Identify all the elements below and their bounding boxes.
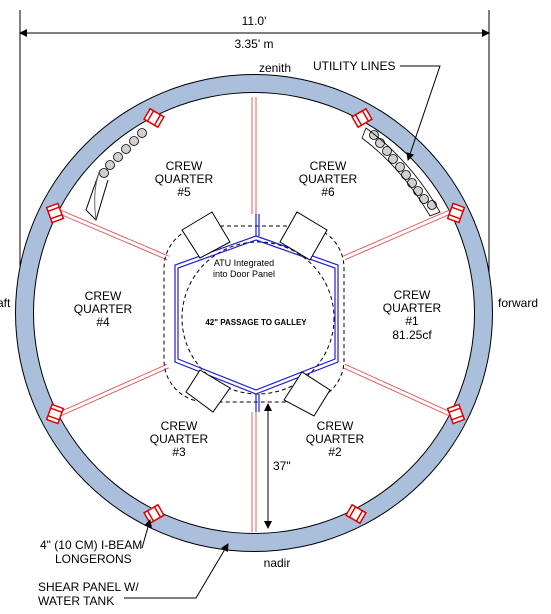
crew-quarter-4-label: CREW QUARTER #4 (74, 289, 133, 329)
utility-line-7 (413, 186, 423, 196)
direction-zenith: zenith (259, 61, 291, 75)
svg-text:CREW: CREW (394, 288, 431, 302)
crew-quarter-6-label: CREW QUARTER #6 (299, 159, 358, 199)
shear-panel-label-line2: WATER TANK (38, 594, 114, 608)
utility-line-5 (401, 170, 411, 180)
svg-text:QUARTER: QUARTER (74, 302, 133, 316)
svg-text:CREW: CREW (85, 289, 122, 303)
svg-text:QUARTER: QUARTER (299, 172, 358, 186)
longeron-bracket-4 (45, 403, 65, 425)
svg-text:QUARTER: QUARTER (155, 172, 214, 186)
svg-text:81.25cf: 81.25cf (392, 328, 432, 342)
i-beam-longerons (45, 107, 466, 525)
crew-quarter-2-label: CREW QUARTER #2 (306, 419, 365, 459)
hatch-panels (181, 211, 331, 417)
svg-text:QUARTER: QUARTER (150, 432, 209, 446)
hull-ring (15, 74, 493, 552)
svg-text:QUARTER: QUARTER (306, 432, 365, 446)
partition-line-4 (342, 367, 450, 417)
crew-quarter-1-label: CREW QUARTER #1 81.25cf (383, 288, 442, 342)
hatch-top-right (279, 211, 328, 261)
dimension-meters-label: 3.35' m (235, 37, 274, 51)
utility-line-13 (113, 152, 123, 162)
svg-text:QUARTER: QUARTER (383, 301, 442, 315)
center-hex-frame (174, 214, 339, 412)
crew-quarter-3-label: CREW QUARTER #3 (150, 419, 209, 459)
hatch-bottom-left (185, 369, 231, 413)
utility-line-2 (382, 146, 392, 156)
direction-nadir: nadir (264, 556, 291, 570)
shear-panel-label-line1: SHEAR PANEL W/ (38, 580, 139, 594)
ibeam-leader (141, 519, 152, 549)
longeron-bracket-7 (345, 503, 367, 525)
svg-text:#4: #4 (96, 315, 110, 329)
partition-line-1 (59, 213, 168, 261)
utility-bundle-outline-right (361, 127, 441, 217)
atu-label-line2: into Door Panel (213, 269, 275, 279)
longeron-bracket-6 (143, 503, 165, 525)
partition-line-1 (60, 209, 169, 257)
partition-line-2 (60, 367, 170, 417)
utility-line-11 (129, 136, 139, 146)
utility-lines-label: UTILITY LINES (313, 59, 395, 73)
longeron-bracket-0 (143, 107, 165, 129)
utility-line-10 (137, 128, 147, 138)
partition-line-4 (344, 363, 452, 413)
ibeam-label-line2: LONGERONS (55, 552, 132, 566)
svg-text:#1: #1 (405, 314, 419, 328)
svg-text:#2: #2 (328, 445, 342, 459)
svg-text:CREW: CREW (317, 419, 354, 433)
utility-line-6 (407, 178, 417, 188)
utility-line-14 (105, 160, 115, 170)
utility-line-4 (395, 162, 405, 172)
ibeam-label-line1: 4" (10 CM) I-BEAM (40, 538, 142, 552)
partition-line-3 (344, 213, 451, 261)
utility-line-15 (99, 168, 109, 178)
utility-line-9 (427, 200, 437, 210)
hatch-bottom-right (283, 371, 331, 417)
utility-line-8 (419, 194, 429, 204)
direction-forward: forward (498, 296, 538, 310)
dimension-feet-label: 11.0' (242, 14, 267, 28)
longeron-bracket-5 (446, 403, 466, 425)
utility-line-12 (121, 144, 131, 154)
partition-line-3 (343, 209, 450, 257)
passage-dashed-outline (163, 225, 345, 403)
utility-line-3 (388, 154, 398, 164)
svg-text:CREW: CREW (310, 159, 347, 173)
svg-text:CREW: CREW (161, 419, 198, 433)
longeron-bracket-1 (351, 107, 373, 129)
passage-dashed-circle (181, 241, 335, 395)
shear-panel-leader (124, 543, 229, 599)
longeron-bracket-2 (45, 202, 65, 224)
direction-aft: aft (0, 296, 11, 310)
quarter-height-label: 37" (273, 459, 291, 473)
svg-text:#3: #3 (172, 445, 186, 459)
svg-text:#5: #5 (177, 185, 191, 199)
longeron-bracket-3 (446, 202, 466, 224)
svg-text:CREW: CREW (166, 159, 203, 173)
utility-lines-leader (400, 65, 441, 161)
utility-line-bundle (99, 127, 441, 217)
utility-strut-left (85, 169, 109, 221)
crew-quarter-5-label: CREW QUARTER #5 (155, 159, 214, 199)
passage-label: 42" PASSAGE TO GALLEY (205, 318, 307, 327)
hatch-top-left (181, 211, 231, 259)
crew-quarter-partitions (58, 97, 452, 532)
dimension-lines (19, 10, 490, 290)
atu-label-line1: ATU Integrated (214, 258, 274, 268)
partition-line-2 (58, 363, 168, 413)
utility-line-1 (375, 138, 385, 148)
svg-text:#6: #6 (321, 185, 335, 199)
